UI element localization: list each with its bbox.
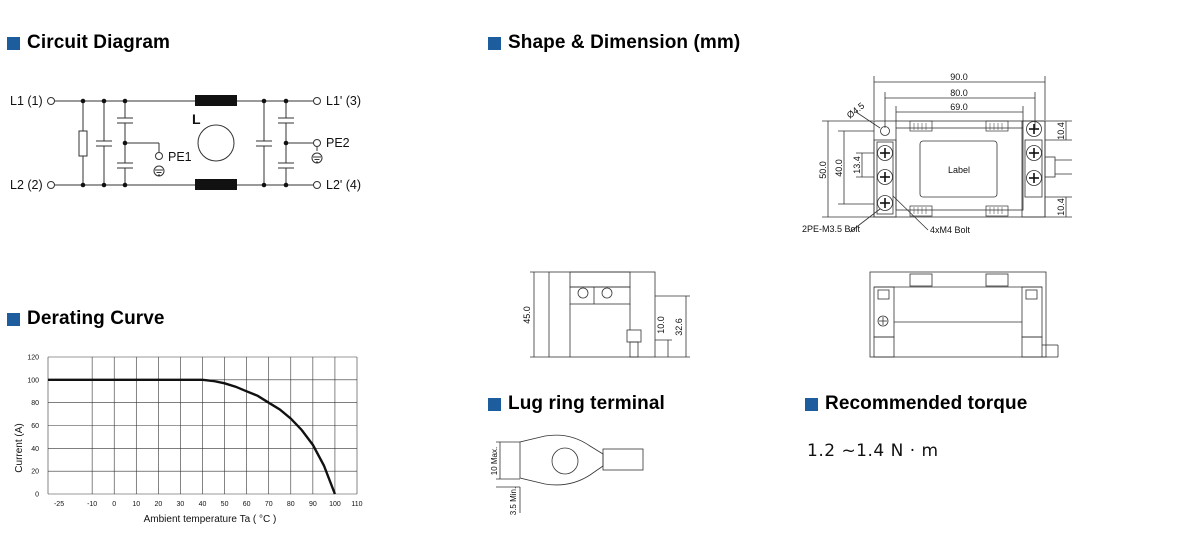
dim-69: 69.0 [950,102,968,112]
dim-80: 80.0 [950,88,968,98]
x-tick-label: 40 [199,501,207,508]
x-tick-label: 110 [351,501,362,508]
x-tick-label: 80 [287,501,295,508]
x-tick-label: 60 [243,501,251,508]
choke-winding-bottom [195,179,237,190]
dim-45: 45.0 [522,306,532,324]
ground-right-icon [311,152,323,164]
circuit-diagram-heading: Circuit Diagram [7,32,170,54]
chart-ylabel: Current (A) [14,423,25,472]
pe1-terminal-icon [155,152,163,160]
filter-body-top-view [873,120,1046,218]
y-tick-label: 60 [31,423,39,430]
choke-winding-top [195,95,237,106]
label-pe1: PE1 [168,150,192,164]
ground-left-icon [153,165,165,177]
terminal-l1-icon [47,97,55,105]
derating-line [48,378,337,495]
y-tick-label: 40 [31,446,39,453]
x-tick-label: 0 [112,501,116,508]
x-tick-label: 100 [329,501,341,508]
x-tick-label: 30 [177,501,185,508]
dim-10: 10.0 [656,316,666,334]
x-tick-label: 70 [265,501,273,508]
choke-core [197,124,235,162]
bleeder-resistor [78,130,88,157]
x-tick-label: 10 [132,501,140,508]
x-tick-label: -10 [87,501,97,508]
x-tick-label: 20 [154,501,162,508]
section-marker-icon [7,312,20,326]
label-text: Label [948,165,970,175]
lug-ring-terminal-drawing [519,434,644,486]
filter-front-view [869,271,1059,358]
pe2-terminal-icon [313,139,321,147]
y-tick-label: 120 [27,355,39,362]
x-tick-label: 90 [309,501,317,508]
label-plate [919,140,998,198]
terminal-l2-icon [47,181,55,189]
y-tick-label: 20 [31,469,39,476]
dim-40: 40.0 [834,159,844,177]
lug-min-label: 3.5 Min. [509,487,518,515]
filter-side-view [548,271,656,358]
y-tick-label: 0 [35,492,39,499]
section-marker-icon [488,397,501,411]
dim-10b: 10.4 [1056,198,1066,216]
label-l1: L1 (1) [10,94,43,108]
chart-xlabel: Ambient temperature Ta ( °C ) [144,514,277,525]
x-tick-label: -25 [54,501,64,508]
bolt-4-label: 4xM4 Bolt [930,225,971,235]
section-marker-icon [805,397,818,411]
dim-hole: Ø4.5 [845,101,867,121]
circuit-diagram: L1 (1) L2 (2) L1' (3) L2' (4) PE1 PE2 L [10,94,361,192]
shape-dimension-heading: Shape & Dimension (mm) [488,32,740,54]
dim-10a: 10.4 [1056,122,1066,140]
label-l2p: L2' (4) [326,178,361,192]
dim-32: 32.6 [674,318,684,336]
dim-90: 90.0 [950,72,968,82]
terminal-screws [877,121,1042,211]
y-tick-label: 80 [31,400,39,407]
dim-13: 13.4 [852,156,862,174]
x-tick-label: 50 [221,501,229,508]
label-l2: L2 (2) [10,178,43,192]
section-marker-icon [488,36,501,50]
y-tick-label: 100 [27,377,39,384]
label-inductor: L [192,111,201,127]
terminal-l1p-icon [313,97,321,105]
recommended-torque-heading: Recommended torque [805,393,1027,415]
lug-max-label: 10 Max. [490,447,499,475]
derating-curve-chart: 0 20 40 60 80 100 120 -25 -10 0 10 20 30 40 50 60 70 80 90… [14,355,363,526]
bolt-pe-label: 2PE-M3.5 Bolt [802,224,861,234]
terminal-l2p-icon [313,181,321,189]
lug-ring-heading: Lug ring terminal [488,393,665,415]
section-marker-icon [7,36,20,50]
label-l1p: L1' (3) [326,94,361,108]
derating-curve-heading: Derating Curve [7,308,165,330]
dim-50: 50.0 [818,161,828,179]
label-pe2: PE2 [326,136,350,150]
torque-value: 1.2 ~1.4 N · m [807,441,939,461]
